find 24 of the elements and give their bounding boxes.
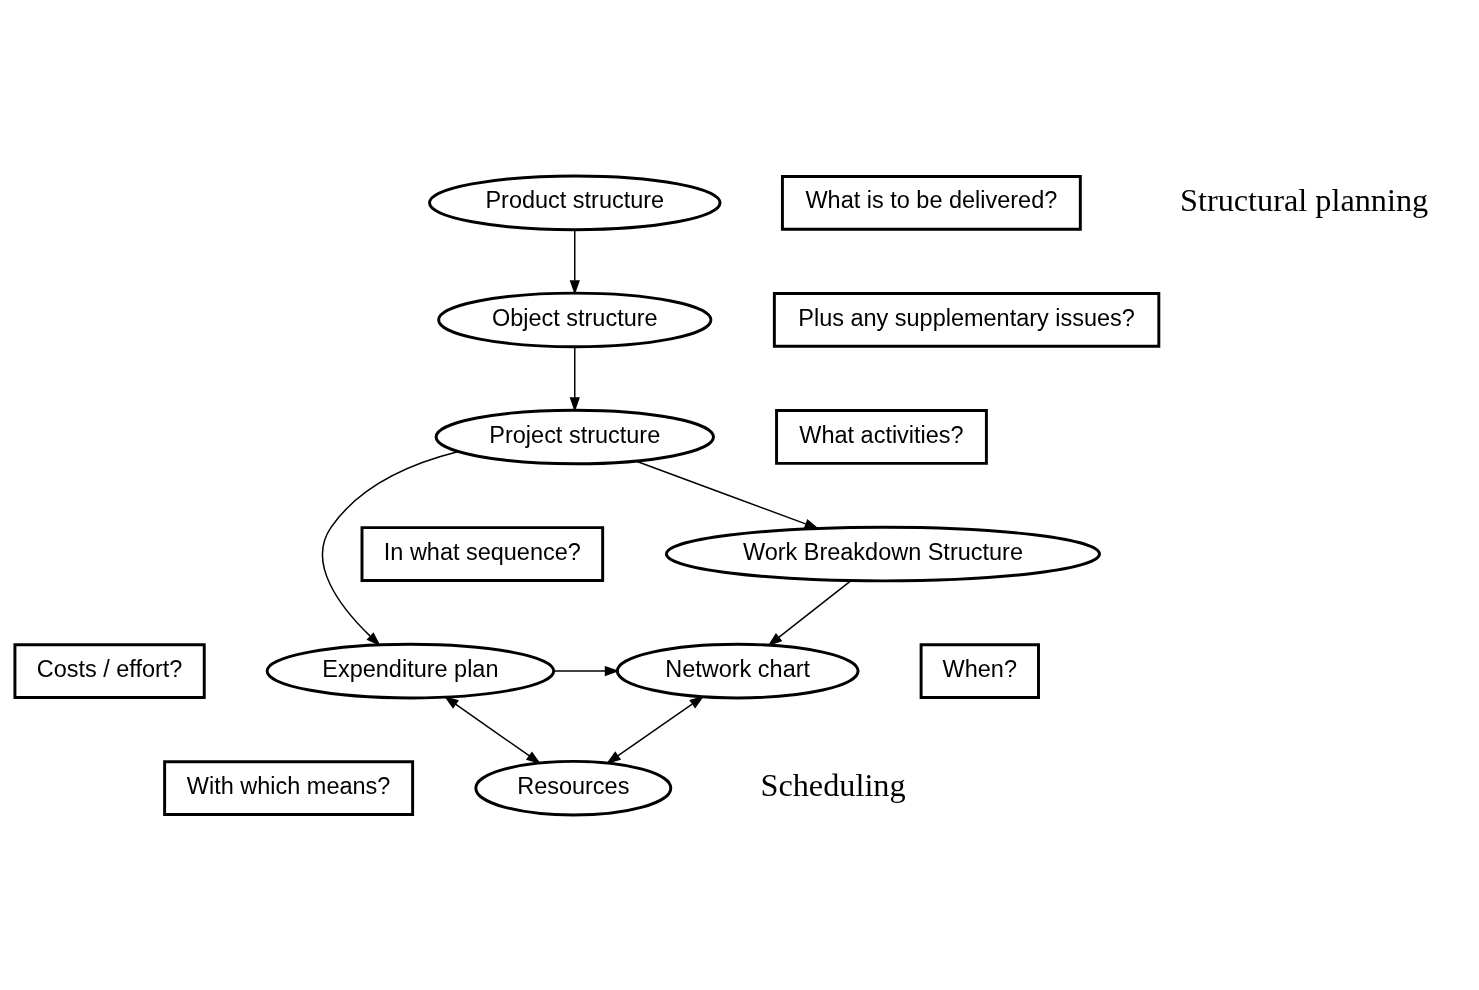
node-box: Plus any supplementary issues? <box>772 291 1161 348</box>
node-box: Costs / effort? <box>13 642 206 699</box>
arrow <box>553 665 620 676</box>
arrow <box>569 346 580 412</box>
node-ellipse: Network chart <box>615 642 860 699</box>
node-ellipse: Object structure <box>437 291 713 348</box>
node-box: What is to be delivered? <box>780 174 1082 231</box>
node-ellipse: Work Breakdown Structure <box>664 525 1101 582</box>
node-box: In what sequence? <box>360 525 605 582</box>
label: Structural planning <box>1180 181 1429 218</box>
arrow <box>569 228 580 295</box>
node-ellipse: Project structure <box>434 408 715 465</box>
node-box: With which means? <box>163 759 415 816</box>
node-box: What activities? <box>775 408 988 465</box>
node-ellipse: Resources <box>474 759 673 816</box>
node-ellipse: Product structure <box>428 174 722 231</box>
arrow <box>635 460 820 529</box>
arrow <box>767 579 852 646</box>
node-box: When? <box>919 642 1040 699</box>
arrow <box>606 695 705 764</box>
label: Scheduling <box>760 766 906 803</box>
arrow <box>321 450 459 646</box>
node-ellipse: Expenditure plan <box>265 642 556 699</box>
arrow <box>443 695 541 764</box>
